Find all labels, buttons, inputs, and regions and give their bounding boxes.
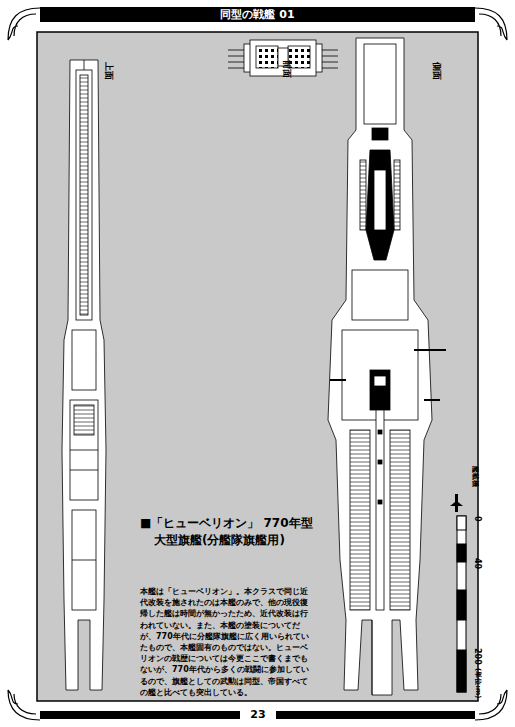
body-text: 本艦は「ヒューベリオン」。本クラスで同じ近代改装を施されたのは本艦のみで、他の現… bbox=[140, 586, 312, 698]
craft-label: 艦載機 bbox=[471, 466, 478, 487]
view-label: 前面 bbox=[282, 60, 291, 78]
scale-number: 0 bbox=[473, 516, 481, 522]
page-number: 23 bbox=[240, 707, 276, 723]
scale-number: 40 bbox=[473, 558, 481, 569]
page-header: 同型の戦艦 01 bbox=[0, 7, 515, 22]
view-label: 上面 bbox=[104, 62, 113, 80]
view-label: 側面 bbox=[432, 62, 441, 80]
scale-number: 200 bbox=[473, 648, 481, 665]
ship-heading: ■「ヒューベリオン」 770年型 大型旗艦(分艦隊旗艦用) bbox=[140, 515, 324, 549]
scale-unit: (単位:m) bbox=[474, 668, 481, 699]
